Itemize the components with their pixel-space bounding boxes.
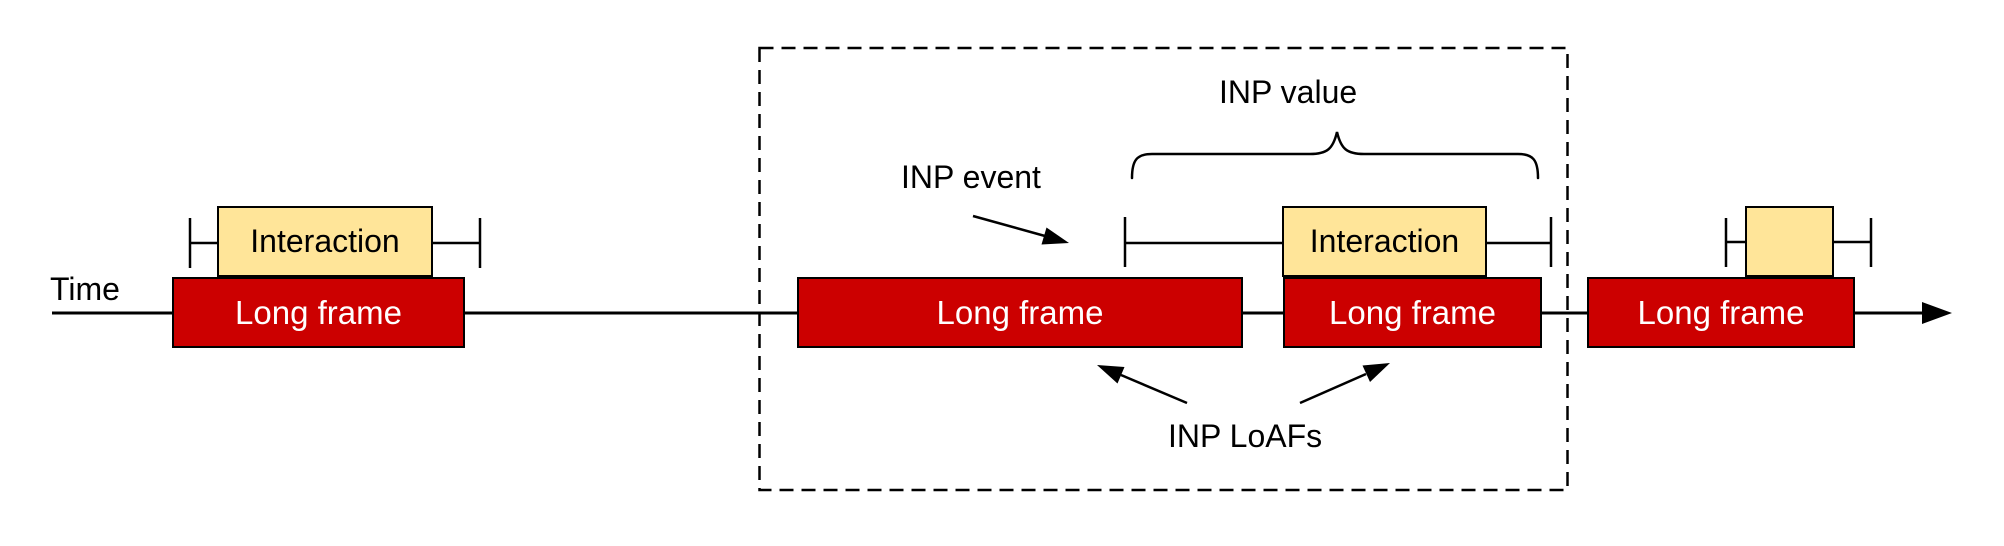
long-frame-box-2: Long frame bbox=[797, 277, 1243, 348]
inp-event-label: INP event bbox=[901, 159, 1041, 195]
interaction-box-1: Interaction bbox=[217, 206, 433, 277]
inp-loaf-arrow-left-icon bbox=[1097, 365, 1188, 405]
interaction-box-small bbox=[1745, 206, 1834, 277]
inp-value-label: INP value bbox=[1219, 74, 1358, 110]
inp-loafs-label: INP LoAFs bbox=[1168, 418, 1323, 454]
inp-loaf-arrow-right-icon bbox=[1299, 363, 1390, 405]
inp-event-arrow-icon bbox=[972, 214, 1069, 245]
long-frame-label: Long frame bbox=[235, 293, 402, 331]
inp-region-dashed-border bbox=[758, 46, 1569, 492]
long-frame-label: Long frame bbox=[1637, 293, 1805, 331]
long-frame-box-3: Long frame bbox=[1283, 277, 1542, 348]
long-frame-box-1: Long frame bbox=[172, 277, 465, 348]
long-frame-label: Long frame bbox=[936, 293, 1104, 331]
long-frame-label: Long frame bbox=[1329, 293, 1496, 331]
interaction-box-2: Interaction bbox=[1282, 206, 1487, 277]
interaction-label: Interaction bbox=[1309, 223, 1460, 259]
inp-value-brace bbox=[1130, 131, 1540, 180]
interaction-label: Interaction bbox=[250, 223, 400, 259]
time-axis-label: Time bbox=[50, 271, 120, 307]
long-frame-box-4: Long frame bbox=[1587, 277, 1855, 348]
timeline-arrowhead-icon bbox=[1922, 302, 1952, 324]
